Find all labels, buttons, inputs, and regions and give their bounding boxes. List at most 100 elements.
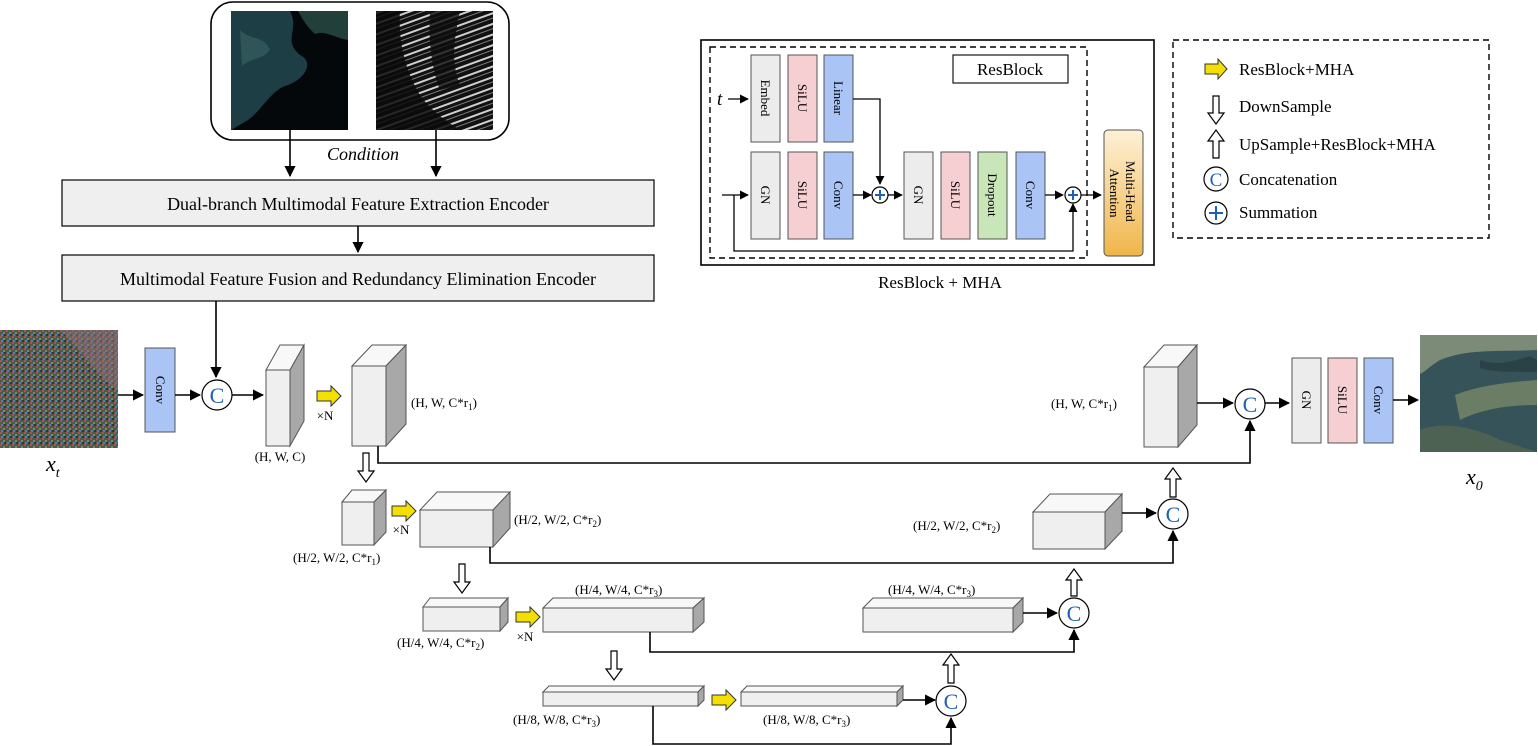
decoder-feature-map-hw-cr1: [1142, 343, 1199, 449]
legend: ResBlock+MHA DownSample UpSample+ResBloc…: [1172, 39, 1490, 239]
output-gn-block: GN: [1291, 357, 1322, 444]
gn-label-b: GN: [911, 186, 926, 205]
output-image: [1420, 335, 1537, 452]
feature-map-h4-cr3: [541, 596, 706, 634]
concat-circle-input: C: [201, 379, 233, 411]
dropout-block: Dropout: [977, 151, 1008, 240]
gn-block-a: GN: [750, 151, 781, 240]
linear-label: Linear: [831, 81, 846, 116]
concat-circle-level2: C: [1157, 498, 1189, 530]
repeat-label: ×N: [393, 522, 410, 537]
upsample-arrow: [1163, 466, 1183, 498]
concat-circle-level1: C: [1234, 388, 1266, 420]
concat-symbol: C: [1067, 601, 1082, 626]
legend-item-downsample: DownSample: [1206, 95, 1332, 126]
resblock-title-box: ResBlock: [952, 54, 1069, 84]
yellow-arrow-icon: [1204, 57, 1228, 81]
feature-map-h4-cr2: [421, 596, 510, 633]
concat-icon: [1203, 166, 1229, 192]
legend-summation-label: Summation: [1239, 203, 1318, 222]
repeat-label: ×N: [517, 629, 534, 644]
optical-image-thumbnail: [231, 11, 348, 130]
encoder2-label: Multimodal Feature Fusion and Redundancy…: [120, 269, 596, 289]
shape-label-s4: (H/2, W/2, C*r2): [514, 512, 601, 529]
noisy-input-image: [0, 330, 118, 448]
output-label: x0: [1465, 464, 1483, 494]
upsample-arrow: [941, 652, 961, 684]
output-gn-label: GN: [1299, 391, 1314, 410]
input-conv-block: Conv: [144, 347, 176, 433]
resblock-mha-panel: ResBlock t Embed SiLU Linear GN SiLU: [700, 39, 1155, 266]
output-conv-label: Conv: [1371, 386, 1386, 415]
fusion-encoder: Multimodal Feature Fusion and Redundancy…: [61, 254, 655, 302]
feature-map-hwc: [265, 343, 305, 448]
mha-label: Multi-Head Attention: [1107, 161, 1138, 225]
up-arrow-icon: [1206, 128, 1226, 159]
shape-label-s8: (H/8, W/8, C*r3): [763, 712, 850, 729]
linear-block: Linear: [823, 54, 854, 143]
embed-silu-label: SiLU: [795, 84, 810, 113]
shape-label-s6: (H/4, W/4, C*r3): [575, 582, 662, 599]
encoder1-label: Dual-branch Multimodal Feature Extractio…: [167, 194, 549, 214]
shape-label-s1: (H, W, C): [255, 449, 306, 464]
resblock-mha-arrow: [391, 499, 417, 523]
silu-block-b: SiLU: [940, 151, 971, 240]
shape-label-s2: (H, W, C*r1): [411, 395, 477, 412]
resblock-mha-arrow: [711, 688, 737, 712]
decoder-feature-map-h4-cr3: [861, 596, 1025, 634]
input-conv-label: Conv: [153, 376, 168, 405]
downsample-arrow: [604, 650, 624, 682]
resblock-caption: ResBlock + MHA: [878, 273, 1003, 292]
embed-block: Embed: [750, 54, 781, 143]
legend-concatenation-label: Concatenation: [1239, 170, 1338, 189]
gn-block-b: GN: [903, 151, 934, 240]
output-silu-label: SiLU: [1335, 386, 1350, 415]
legend-item-resblock-mha: ResBlock+MHA: [1204, 57, 1355, 81]
conv-label-b: Conv: [1023, 181, 1038, 210]
feature-map-hw-cr1: [350, 343, 408, 448]
resblock-inner-label: ResBlock: [977, 60, 1044, 79]
dropout-label: Dropout: [985, 173, 1000, 217]
legend-item-summation: Summation: [1204, 201, 1318, 225]
downsample-arrow: [356, 452, 376, 484]
repeat-label: ×N: [317, 408, 334, 423]
upsample-arrow: [1064, 567, 1084, 597]
legend-item-upsample: UpSample+ResBlock+MHA: [1206, 128, 1436, 159]
silu-label-b: SiLU: [948, 181, 963, 210]
embed-label: Embed: [758, 80, 773, 117]
concat-symbol: C: [210, 383, 225, 408]
decoder-feature-map-h2-cr2: [1031, 492, 1124, 551]
shape-label-d4: (H/2, W/2, C*r2): [913, 518, 1000, 535]
summation-circle-outer: [1064, 186, 1082, 204]
resblock-mha-arrow: [316, 384, 342, 408]
down-arrow-icon: [1206, 95, 1226, 126]
feature-map-h8-cr3-out: [739, 684, 905, 708]
shape-label-s7: (H/8, W/8, C*r3): [513, 712, 600, 729]
concat-circle-level3: C: [1058, 597, 1090, 629]
conv-label-a: Conv: [831, 181, 846, 210]
dual-branch-encoder: Dual-branch Multimodal Feature Extractio…: [61, 179, 655, 227]
multi-head-attention-block: Multi-Head Attention: [1103, 129, 1144, 257]
shape-label-d6: (H/4, W/4, C*r3): [888, 582, 975, 599]
feature-map-h2-cr1: [340, 488, 388, 547]
condition-panel: Condition: [210, 1, 510, 178]
legend-downsample-label: DownSample: [1239, 97, 1332, 116]
legend-item-concatenation: C Concatenation: [1203, 166, 1338, 192]
shape-label-s3: (H/2, W/2, C*r1): [293, 550, 380, 567]
feature-map-h8-cr3-in: [541, 684, 706, 708]
gn-label-a: GN: [758, 186, 773, 205]
legend-resblock-mha-label: ResBlock+MHA: [1239, 60, 1355, 79]
sar-image-thumbnail: [376, 11, 493, 130]
silu-block-a: SiLU: [787, 151, 818, 240]
concat-symbol: C: [1210, 170, 1223, 191]
feature-map-h2-cr2: [418, 490, 512, 549]
concat-symbol: C: [944, 689, 959, 714]
shape-label-s5: (H/4, W/4, C*r2): [397, 635, 484, 652]
downsample-arrow: [452, 563, 472, 595]
output-conv-block: Conv: [1363, 357, 1394, 444]
silu-label-a: SiLU: [795, 181, 810, 210]
shape-label-d2: (H, W, C*r1): [1051, 396, 1117, 413]
t-label: t: [717, 89, 723, 110]
output-silu-block: SiLU: [1327, 357, 1358, 444]
